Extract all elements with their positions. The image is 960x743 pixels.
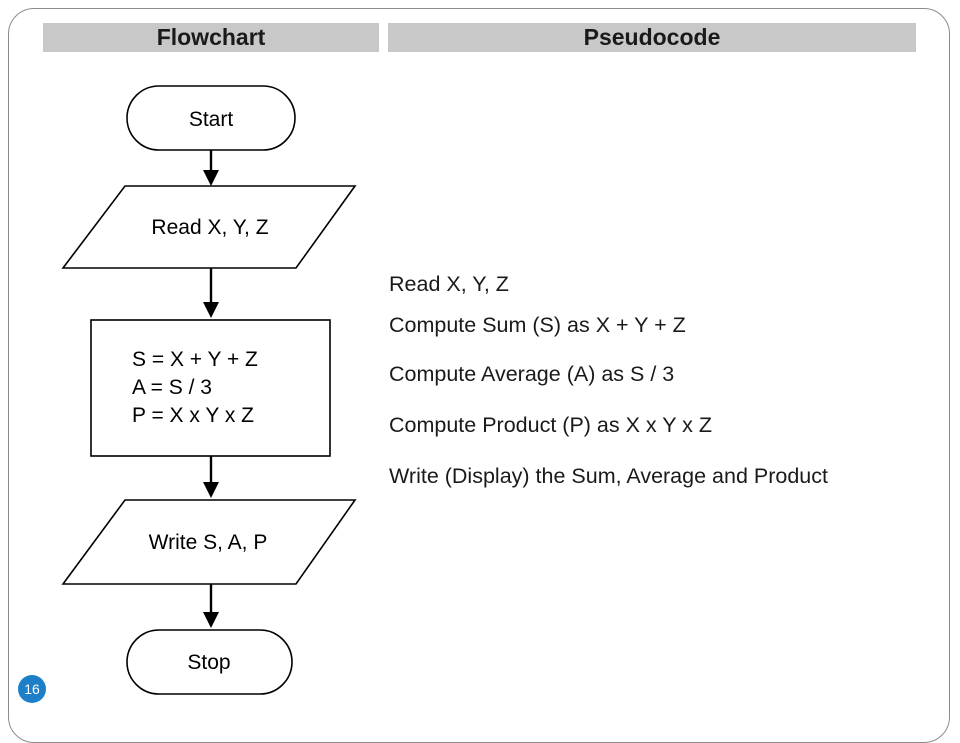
process-box <box>90 319 331 457</box>
arrow-head <box>203 482 219 498</box>
arrow-head <box>203 302 219 318</box>
arrow-head <box>203 170 219 186</box>
flowchart-diagram: Start Read X, Y, Z S = X + Y + Z A = S /… <box>61 85 357 695</box>
pseudocode-line-average: Compute Average (A) as S / 3 <box>389 362 675 386</box>
output-label: Write S, A, P <box>149 531 268 554</box>
page-number-badge: 16 <box>18 675 46 703</box>
arrow-head <box>203 612 219 628</box>
pseudocode-line-write: Write (Display) the Sum, Average and Pro… <box>389 464 828 488</box>
pseudocode-header: Pseudocode <box>388 23 916 52</box>
pseudocode-line-sum: Compute Sum (S) as X + Y + Z <box>389 313 686 337</box>
input-parallelogram <box>61 185 357 269</box>
stop-label: Stop <box>187 651 230 674</box>
pseudocode-line-product: Compute Product (P) as X x Y x Z <box>389 413 713 437</box>
flowchart-header: Flowchart <box>43 23 379 52</box>
process-line-sum: S = X + Y + Z <box>132 348 258 371</box>
process-line-product: P = X x Y x Z <box>132 404 254 427</box>
stop-terminator <box>126 629 293 695</box>
output-parallelogram <box>61 499 357 585</box>
start-label: Start <box>189 108 234 131</box>
input-label: Read X, Y, Z <box>151 216 268 239</box>
process-line-average: A = S / 3 <box>132 376 212 399</box>
pseudocode-line-read: Read X, Y, Z <box>389 272 509 296</box>
